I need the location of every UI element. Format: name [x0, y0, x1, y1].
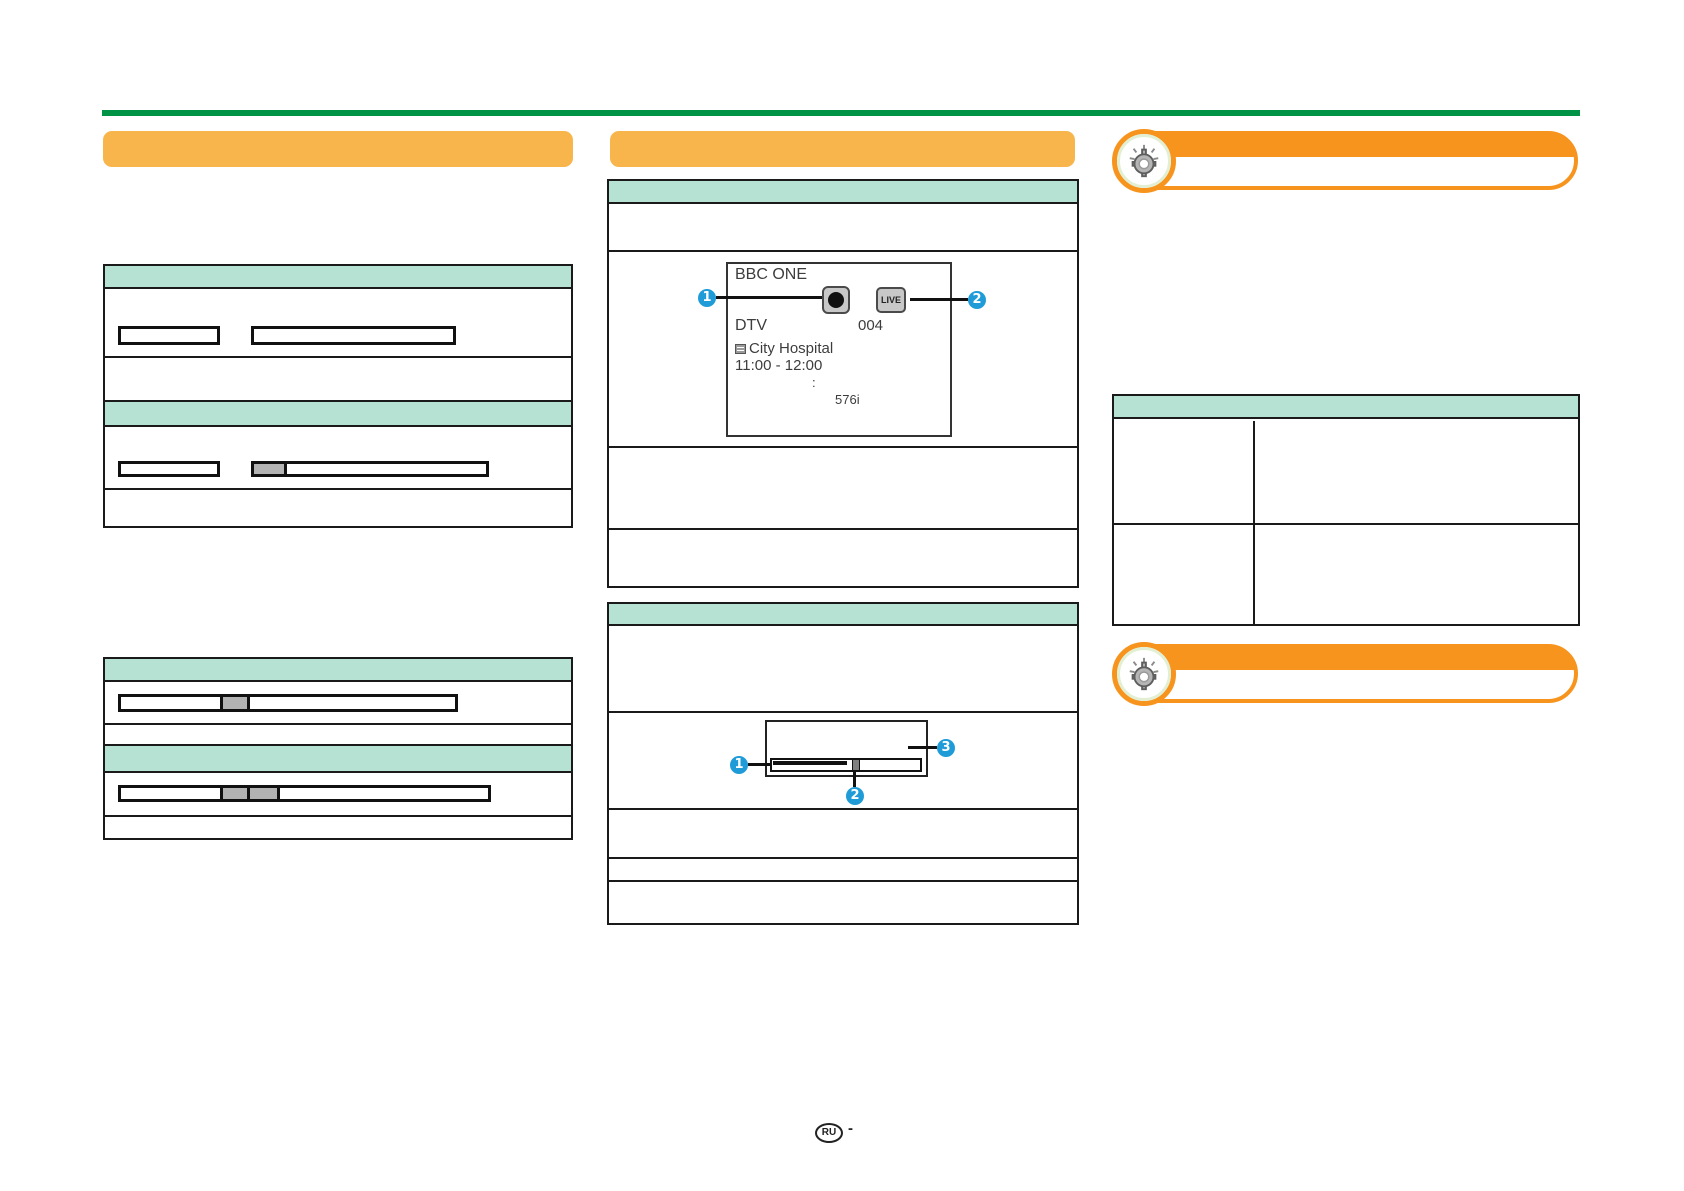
section-header-middle — [610, 131, 1075, 167]
row-divider — [105, 356, 571, 358]
callout-1-badge: 1 — [730, 756, 748, 774]
channel-info-banner: BBC ONE LIVE DTV 004 City Hospital 11:00… — [726, 262, 952, 437]
channel-number: 004 — [858, 317, 884, 334]
segment-gray — [220, 788, 250, 799]
menu-path-placeholder — [251, 326, 456, 345]
section-header-left — [103, 131, 573, 167]
button-placeholder — [118, 461, 220, 477]
callout-line — [853, 770, 856, 787]
menu-path-placeholder-segmented — [118, 694, 458, 712]
row-divider — [105, 723, 571, 725]
time-range: 11:00 - 12:00 — [735, 357, 823, 374]
lightbulb-icon — [1117, 647, 1171, 701]
broadcast-type: DTV — [735, 317, 767, 334]
segment-gray — [220, 697, 250, 709]
live-badge: LIVE — [876, 287, 906, 313]
hint-bulb-circle-1 — [1112, 129, 1176, 193]
position-cursor — [852, 760, 860, 770]
left-table-1-header-row-2 — [105, 400, 571, 427]
left-table-2-header-row-2 — [105, 744, 571, 773]
row-divider — [1114, 523, 1578, 525]
right-table-header-row — [1114, 396, 1578, 419]
row-divider — [609, 711, 1077, 713]
hint-pill-2 — [1120, 644, 1578, 703]
row-divider — [609, 250, 1077, 252]
column-divider — [1253, 421, 1255, 624]
left-table-1 — [103, 264, 573, 528]
record-icon — [822, 286, 850, 314]
middle-table-2-header-row — [609, 604, 1077, 626]
callout-3-badge: 3 — [937, 739, 955, 757]
callout-2-badge: 2 — [846, 787, 864, 805]
hint-pill-1 — [1120, 131, 1578, 190]
program-title: City Hospital — [749, 340, 834, 357]
left-table-2-header-row — [105, 659, 571, 682]
segment-white — [121, 788, 220, 799]
left-table-2 — [103, 657, 573, 840]
left-table-1-header-row — [105, 266, 571, 289]
segment-white — [287, 464, 486, 474]
resolution-label: 576i — [835, 392, 860, 407]
page-number-dash: - — [848, 1120, 853, 1137]
middle-table-2 — [607, 602, 1079, 925]
segment-white — [280, 788, 488, 799]
callout-line — [910, 298, 968, 301]
callout-2-badge: 2 — [968, 291, 986, 309]
separator-colon: : — [812, 375, 816, 390]
record-dot — [828, 292, 844, 308]
row-divider — [609, 880, 1077, 882]
right-table — [1112, 394, 1580, 626]
middle-table-1: BBC ONE LIVE DTV 004 City Hospital 11:00… — [607, 179, 1079, 588]
row-divider — [609, 808, 1077, 810]
row-divider — [609, 446, 1077, 448]
elapsed-outline — [773, 761, 847, 765]
callout-1-badge: 1 — [698, 289, 716, 307]
channel-name: BBC ONE — [735, 266, 808, 283]
region-mark: RU — [815, 1123, 843, 1143]
row-divider — [105, 488, 571, 490]
segment-gray — [254, 464, 287, 474]
middle-table-1-header-row — [609, 181, 1077, 204]
callout-line — [748, 763, 771, 766]
progress-diagram-box — [765, 720, 928, 777]
progress-bar — [770, 758, 922, 772]
row-divider — [105, 815, 571, 817]
row-divider — [609, 528, 1077, 530]
menu-path-placeholder-segmented — [251, 461, 489, 477]
segment-gray — [250, 788, 280, 799]
callout-line — [908, 746, 937, 749]
segment-white — [250, 697, 455, 709]
top-green-rule — [102, 110, 1580, 116]
row-divider — [609, 857, 1077, 859]
callout-line — [716, 296, 822, 299]
button-placeholder — [118, 326, 220, 345]
hint-bulb-circle-2 — [1112, 642, 1176, 706]
lightbulb-icon — [1117, 134, 1171, 188]
segment-white — [121, 697, 220, 709]
subtitle-icon — [735, 344, 746, 354]
menu-path-placeholder-segmented — [118, 785, 491, 802]
